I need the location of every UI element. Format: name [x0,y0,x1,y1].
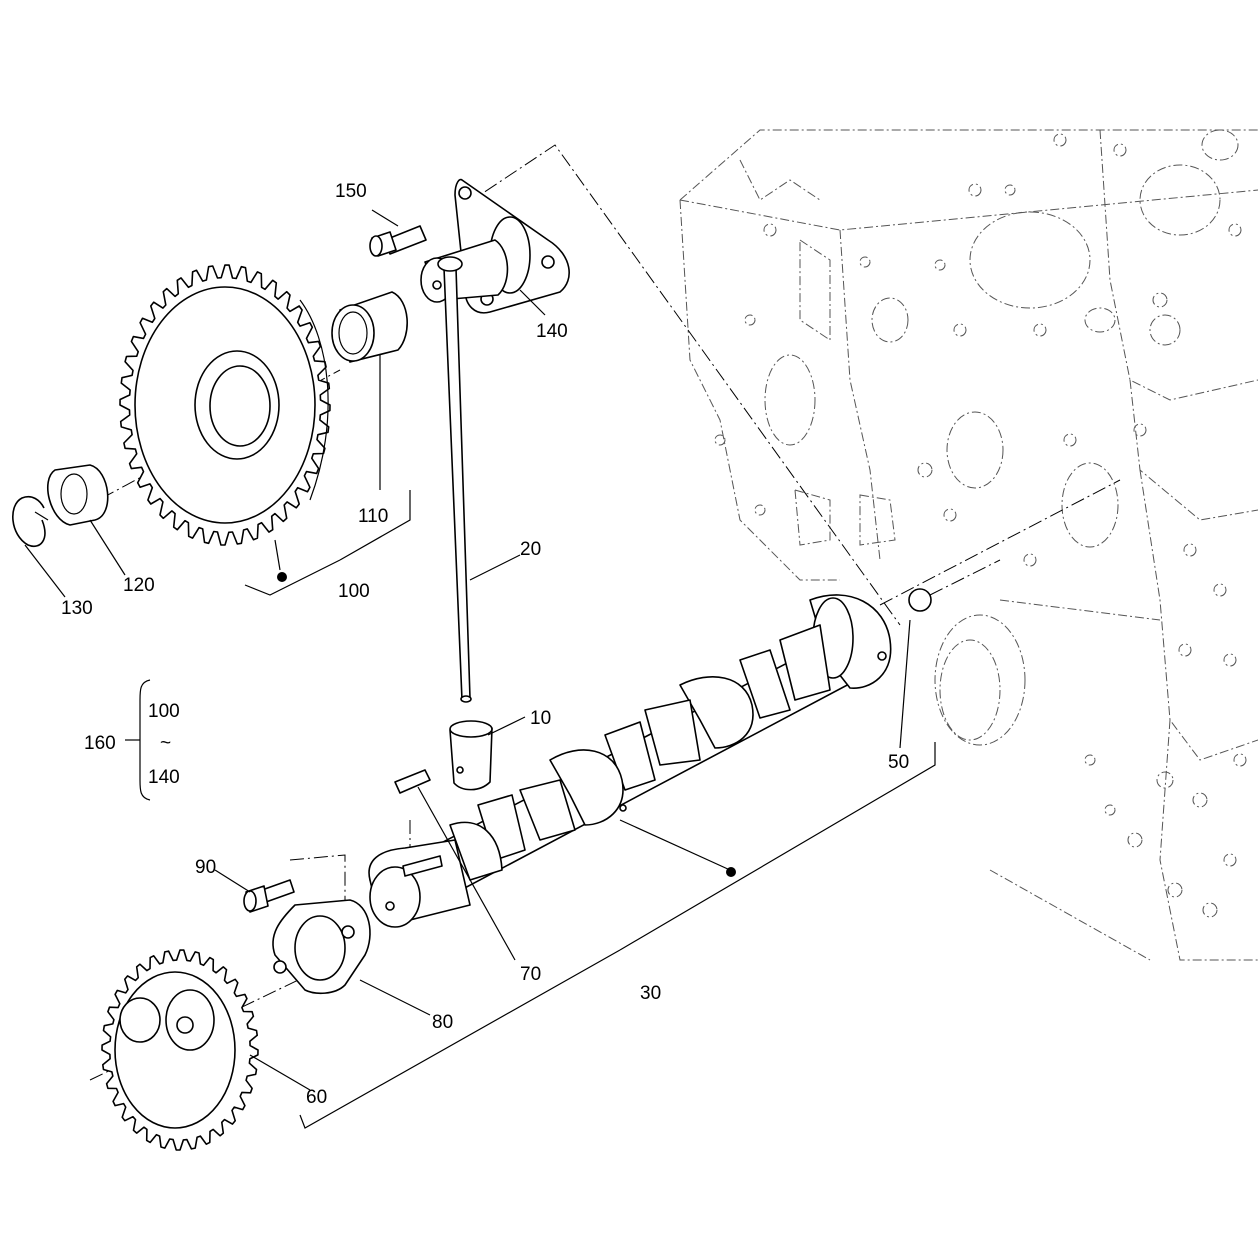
callout-160: 160 [84,733,116,754]
idler-shaft-140 [420,178,570,314]
callout-100: 100 [338,581,370,602]
camshaft-gear-60 [101,949,259,1151]
callout-50: 50 [888,752,909,773]
push-rod-20 [437,256,472,703]
callout-110: 110 [358,506,388,527]
callout-labels: 150 140 110 100 120 130 20 10 50 70 30 8… [61,181,909,1108]
bushing-110 [331,291,408,363]
reference-dot-30 [726,867,736,877]
tappet-10 [449,720,493,791]
range-to: 140 [148,767,180,788]
idler-gear-100 [119,264,331,546]
bolt-90 [243,879,295,913]
thrust-washer-120 [46,464,109,526]
reference-dot-100 [277,572,287,582]
thrust-plate-80 [272,899,371,995]
key-70 [394,769,431,794]
steel-ball-50 [908,588,932,612]
callout-30: 30 [640,983,661,1004]
snap-ring-130 [12,495,49,547]
range-tilde: ~ [160,733,171,754]
camshaft-30 [368,594,892,928]
leader-lines [24,209,936,1129]
bolt-150 [369,225,427,257]
callout-20: 20 [520,539,541,560]
callout-70: 70 [520,964,541,985]
callout-130: 130 [61,598,93,619]
callout-120: 120 [123,575,155,596]
callout-60: 60 [306,1087,327,1108]
callout-150: 150 [335,181,367,202]
callout-80: 80 [432,1012,453,1033]
callout-140: 140 [536,321,568,342]
callout-10: 10 [530,708,551,729]
engine-block-phantom [679,129,1258,961]
callout-90: 90 [195,857,216,878]
range-from: 100 [148,701,180,722]
